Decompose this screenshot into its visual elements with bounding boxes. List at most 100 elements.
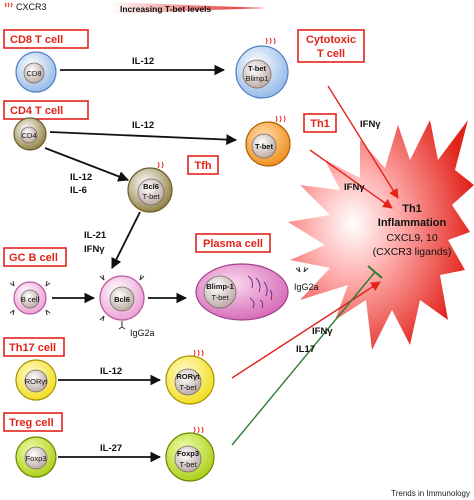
box-cd8 [3,29,89,49]
box-th17-label: Th17 cell [9,342,56,354]
th17-cell-label: RORγt [25,377,48,386]
arrow-th1-to-burst [309,149,393,209]
cd4-row: CD4 T cell CD4 IL-12 T-bet Th1 [3,100,337,182]
plasma-antibody-icon [295,266,309,273]
label-il21: IL-21 [84,230,107,241]
cxcr3-squiggle-icon [4,2,13,8]
bcell-label: B cell [21,295,40,304]
th17-ex-label-b: T-bet [179,383,197,392]
th17-ex-nucleus [174,368,202,396]
label-il12-tfh: IL-12 [70,172,92,183]
treg-cell-label: Foxp3 [26,454,47,463]
gc-cell-label: Bcl6 [114,295,130,304]
th17-ex-label-a: RORγt [176,372,200,381]
box-gcb-label: GC B cell [9,252,58,264]
tfh-label-b: T-bet [142,192,160,201]
box-cytotoxic-label1: Cytotoxic [306,34,356,46]
plasma-label-a: Blimp-1 [206,282,234,291]
bcell-receptors [9,280,51,316]
treg-ex-nucleus [174,445,202,473]
burst-line3: CXCL9, 10 [386,232,438,244]
tfh-label-a: Bcl6 [143,182,159,191]
cytotoxic-nucleus [242,59,272,89]
legend: CXCR3 Increasing T-bet levels [4,2,266,14]
plasma-nucleus [203,275,237,309]
gcb-row: GC B cell B cell Bcl6 IgG2a Blimp-1 T-be… [3,233,319,338]
label-ifng-cytotoxic: IFNγ [360,119,381,130]
arrow-treg-inhibit-burst [231,271,376,446]
arrow-cytotoxic-to-burst [327,85,399,199]
label-ifng-th17: IFNγ [312,326,333,337]
gc-nucleus [109,286,135,312]
inhibit-bar [367,265,383,279]
box-th1 [303,113,337,133]
tfh-nucleus [137,178,165,206]
tbet-gradient-bar [110,2,266,14]
label-il27: IL-27 [100,443,122,454]
cxcr3-icon-tfh [157,161,164,169]
cytotoxic-label-a: T-bet [248,64,266,73]
box-tfh-label: Tfh [194,160,211,172]
box-cd8-label: CD8 T cell [10,34,63,46]
burst-line1: Th1 [402,203,422,215]
label-ifng-th1: IFNγ [344,182,365,193]
legend-gradient-label: Increasing T-bet levels [120,4,211,14]
label-il6-tfh: IL-6 [70,185,87,196]
plasma-er-lines [247,275,273,309]
box-plasma-label: Plasma cell [203,238,263,250]
cxcr3-icon-th17 [193,349,204,357]
box-tfh [187,155,219,175]
box-cd4 [3,100,89,120]
label-igg2a-plasma: IgG2a [294,282,319,292]
burst-shape [288,120,474,350]
box-cytotoxic-label2: T cell [317,48,345,60]
box-cytotoxic [297,29,365,63]
cxcr3-icon-cytotoxic [265,37,276,45]
plasma-label-b: T-bet [211,293,229,302]
label-il12-th17: IL-12 [100,366,122,377]
cytotoxic-label-b: Blimp1 [246,74,269,83]
box-plasma [195,233,271,253]
footer-journal: Trends in Immunology [391,489,470,498]
burst-arrows: IFNγ IFNγ IFNγ IL17 [231,85,399,446]
th17-row: Th17 cell RORγt IL-12 RORγt T-bet [3,337,215,405]
treg-row: Treg cell Foxp3 IL-27 Foxp3 T-bet [3,412,215,482]
cd4-cell-label: CD4 [21,131,36,140]
arrow-cd4-to-th1 [49,131,238,145]
box-th1-label: Th1 [310,118,330,130]
label-il12-cd8: IL-12 [132,56,154,67]
burst-line2: Inflammation [378,217,447,229]
label-ifng-gc: IFNγ [84,244,105,255]
th1-inflammation-burst: Th1 Inflammation CXCL9, 10 (CXCR3 ligand… [288,120,474,350]
arrow-cd4-to-tfh [44,147,130,182]
box-th17 [3,337,65,357]
arrow-tfh-to-gcb [111,211,141,269]
th1-nucleus [251,133,277,159]
label-igg2a-gc: IgG2a [130,328,155,338]
cxcr3-icon-treg [193,426,204,434]
treg-ex-label-b: T-bet [179,460,197,469]
th17-nucleus [24,369,48,393]
arrow-th17-to-burst [231,281,381,379]
treg-nucleus [24,446,48,470]
bcell-nucleus [20,289,40,309]
gc-receptors [99,274,145,330]
label-il12-cd4: IL-12 [132,120,154,131]
cxcr3-icon-th1 [275,115,286,123]
th1-cell-label: T-bet [255,142,273,151]
cd8-nucleus [23,62,45,84]
box-gcb [3,247,67,267]
box-cd4-label: CD4 T cell [10,105,63,117]
burst-line4: (CXCR3 ligands) [373,246,452,258]
box-treg-label: Treg cell [9,417,54,429]
legend-cxcr3-label: CXCR3 [16,2,47,12]
box-treg [3,412,63,432]
label-il17: IL17 [296,344,315,355]
treg-ex-label-a: Foxp3 [177,449,199,458]
cd8-cell-label: CD8 [26,69,41,78]
tfh-group: IL-12 IL-6 Bcl6 T-bet Tfh IL-21 IFNγ [70,155,219,269]
cd8-row: CD8 T cell CD8 IL-12 T-bet Blimp1 Cytoto… [3,29,365,99]
cd4-nucleus [20,126,38,144]
